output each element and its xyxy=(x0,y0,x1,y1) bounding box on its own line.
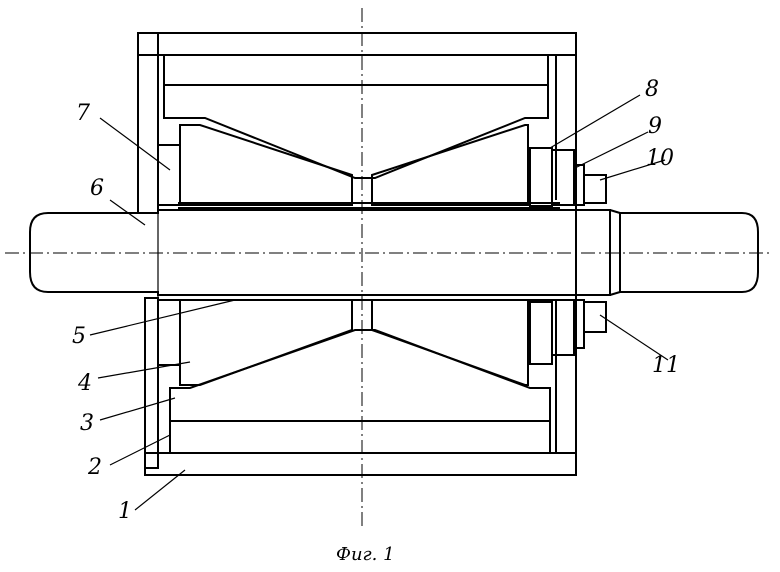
housing-outer-shell xyxy=(138,33,576,475)
label-3: 3 xyxy=(80,411,94,436)
leader-lines xyxy=(90,95,668,510)
label-2: 2 xyxy=(87,455,102,480)
label-5: 5 xyxy=(72,324,86,349)
label-1: 1 xyxy=(118,499,132,524)
right-end-assembly xyxy=(530,148,606,364)
label-7: 7 xyxy=(76,101,90,126)
coil-upper-right xyxy=(372,125,528,205)
label-6: 6 xyxy=(90,176,104,201)
figure-caption: Фиг. 1 xyxy=(336,544,395,565)
sleeve xyxy=(178,203,560,300)
label-10: 10 xyxy=(646,146,674,171)
label-8: 8 xyxy=(645,77,659,102)
label-11: 11 xyxy=(652,353,680,378)
coil-lower-left xyxy=(180,300,352,385)
insulation-layer xyxy=(164,55,550,453)
coil-lower-right xyxy=(372,300,528,385)
coil-upper-left xyxy=(180,125,352,205)
label-4: 4 xyxy=(77,371,92,396)
label-9: 9 xyxy=(648,114,662,139)
